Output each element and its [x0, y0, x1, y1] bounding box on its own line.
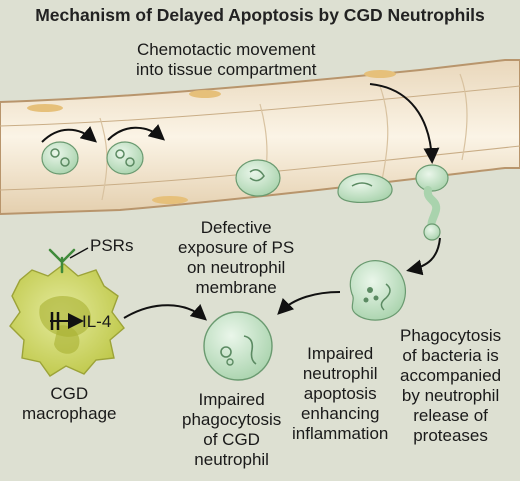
extravasation-arrow [406, 237, 441, 276]
endothelial-nucleus [27, 104, 63, 112]
migration-arrow [41, 126, 98, 143]
chemotaxis-arrow [369, 83, 440, 164]
neutrophil-in-vessel [106, 141, 144, 175]
endothelial-nucleus [364, 70, 396, 78]
psr-pointer [69, 247, 89, 259]
impaired-phagocytosis-label: Impaired phagocytosis of CGD neutrophil [182, 390, 282, 469]
endothelial-nucleus [189, 90, 221, 98]
il4-label: IL-4 [82, 312, 112, 331]
neutrophil-in-vessel [235, 159, 281, 197]
impaired-apoptosis-label: Impaired neutrophil apoptosis enhancing … [292, 344, 389, 443]
macrophage-label: CGD macrophage [22, 384, 117, 423]
neutrophil-transmigrating [415, 164, 449, 241]
tissue-neutrophil [349, 260, 406, 321]
diagram-title: Mechanism of Delayed Apoptosis by CGD Ne… [35, 5, 485, 25]
bacteria-phagocytosis-label: Phagocytosis of bacteria is accompanied … [400, 326, 502, 445]
blood-vessel [0, 59, 520, 216]
cgd-neutrophil [203, 311, 273, 381]
migration-arrow [107, 124, 166, 141]
neutrophil-in-vessel [41, 141, 79, 175]
endothelial-nucleus [152, 196, 188, 204]
phagocytosis-arrow [123, 304, 207, 321]
neutrophil-rolling [337, 173, 393, 203]
defective-ps-label: Defective exposure of PS on neutrophil m… [178, 218, 295, 297]
chemotactic-label: Chemotactic movement into tissue compart… [136, 40, 317, 79]
apoptosis-arrow [277, 291, 341, 315]
psr-receptor-icon [48, 248, 76, 274]
psrs-label: PSRs [90, 236, 134, 255]
